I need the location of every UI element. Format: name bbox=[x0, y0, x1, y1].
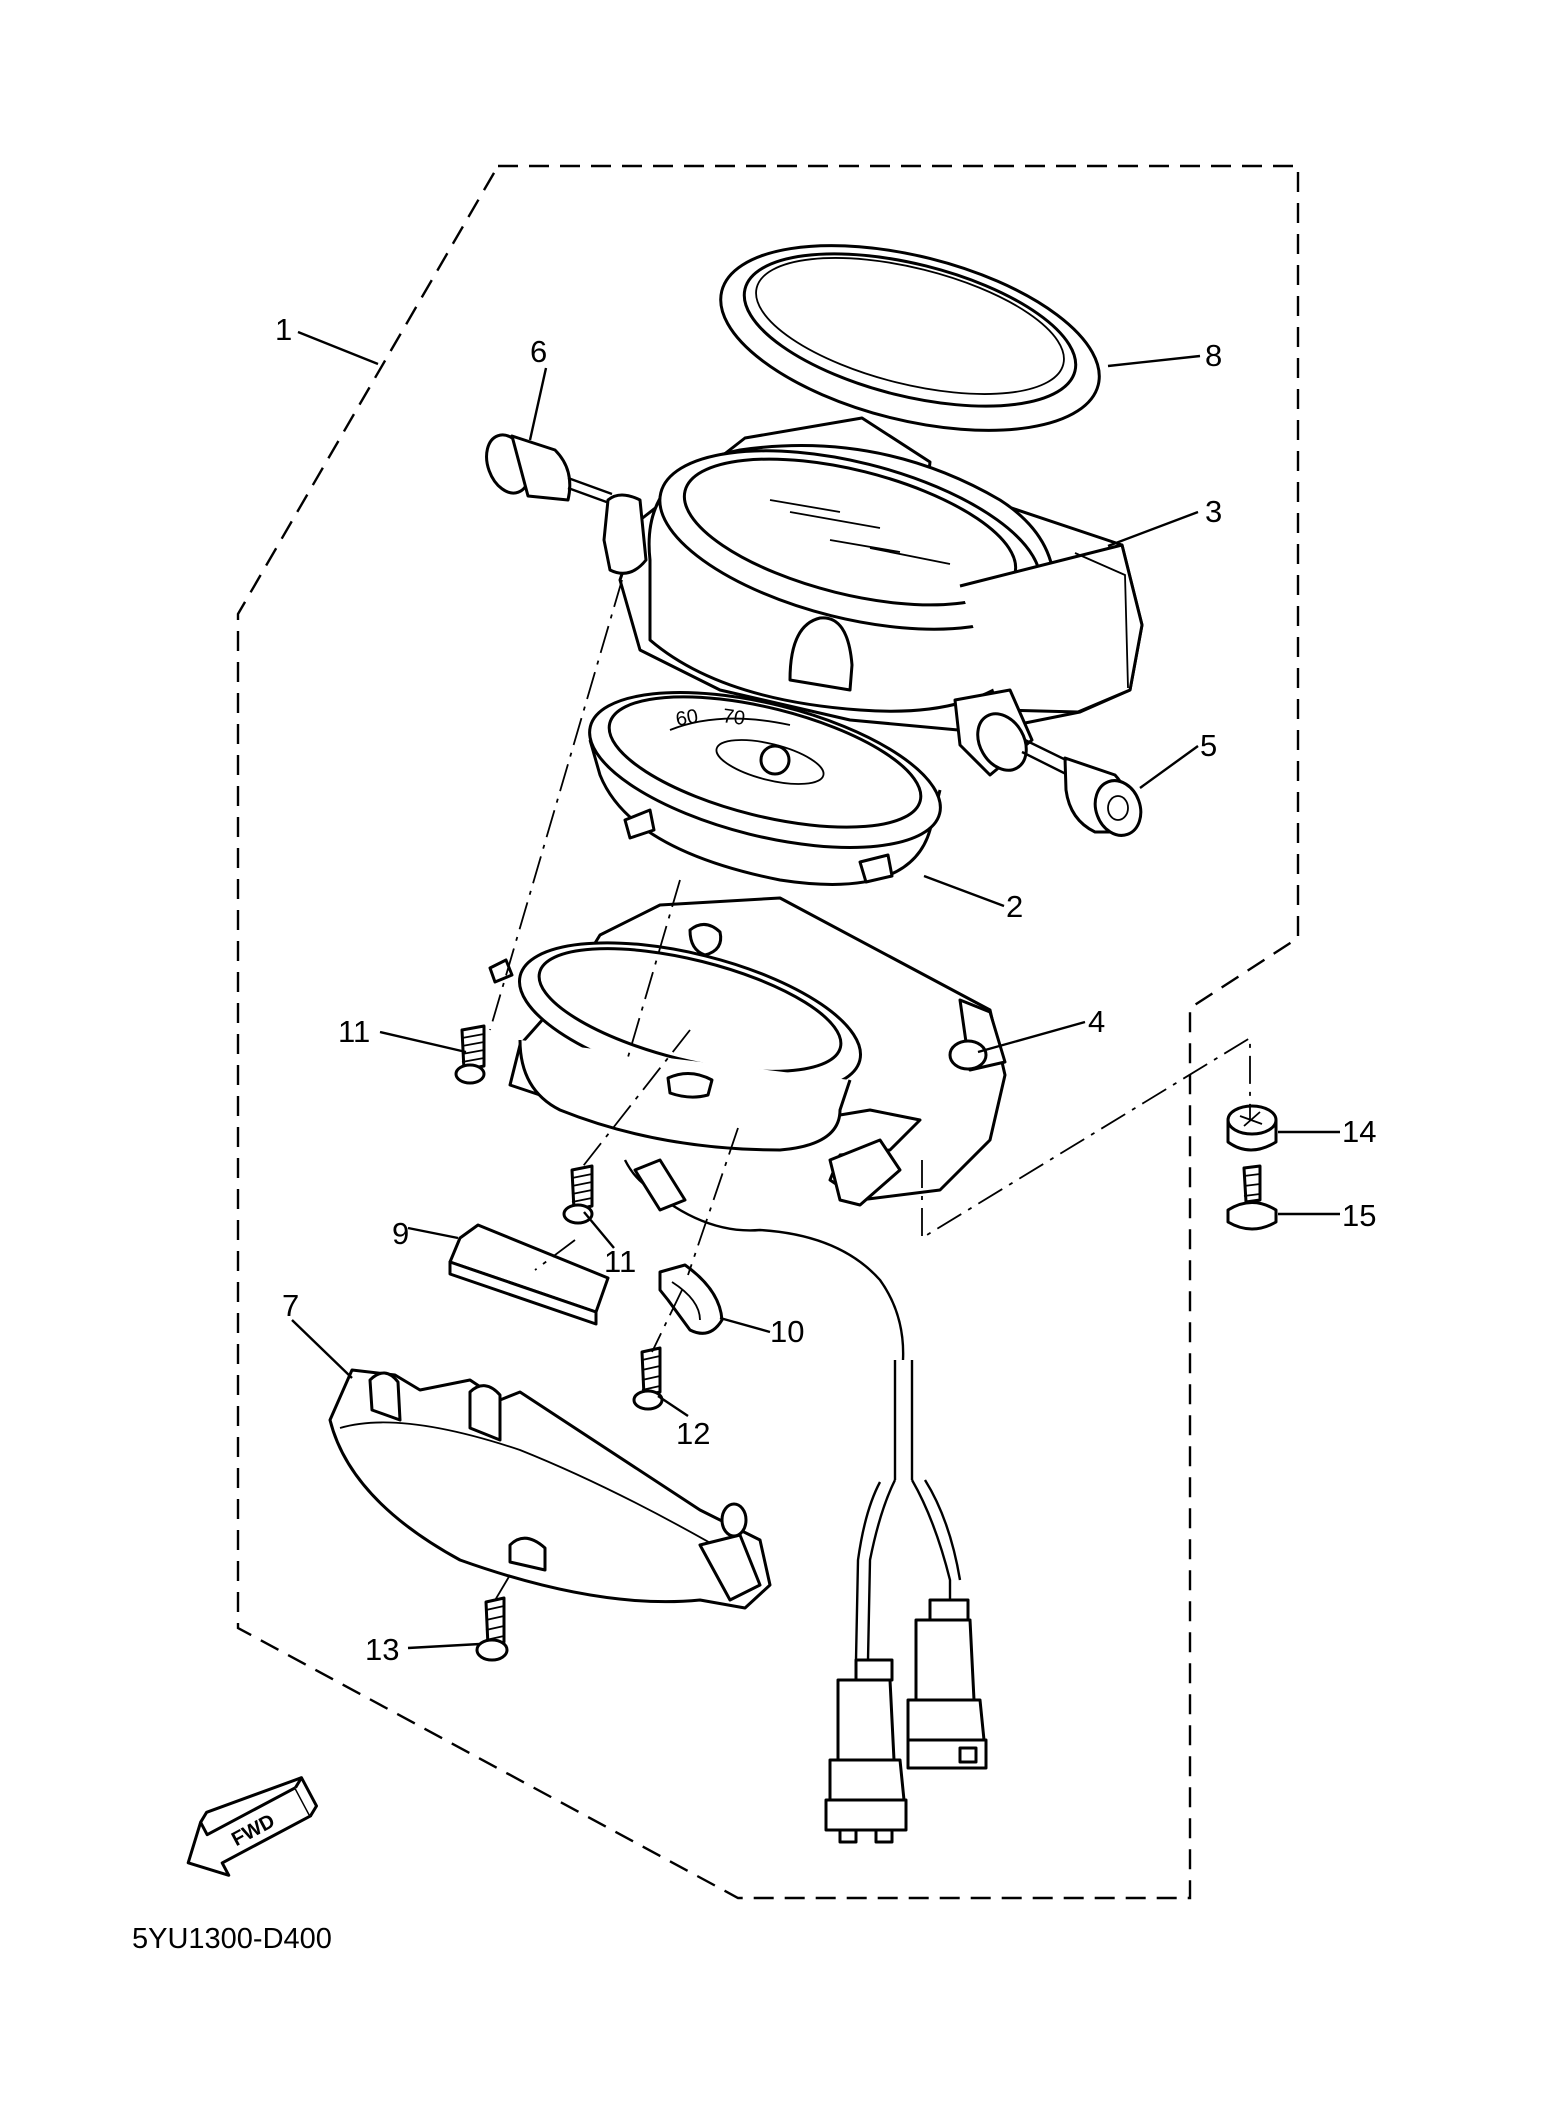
part-11-screw-lower[interactable] bbox=[562, 1164, 594, 1225]
callout-15: 15 bbox=[1342, 1198, 1376, 1233]
part-14-grommet[interactable] bbox=[1226, 1104, 1278, 1152]
callout-9: 9 bbox=[392, 1216, 409, 1251]
callout-11-lower: 11 bbox=[604, 1244, 636, 1279]
part-7-lower-cover[interactable] bbox=[328, 1368, 772, 1610]
callout-10: 10 bbox=[770, 1314, 804, 1349]
callout-labels: 1 6 8 3 5 2 4 11 11 9 10 7 12 13 14 15 bbox=[275, 312, 1376, 1667]
wiring-harness[interactable] bbox=[623, 1158, 988, 1844]
callout-1: 1 bbox=[275, 312, 292, 347]
part-12-screw[interactable] bbox=[632, 1346, 664, 1411]
assembly-center-lines bbox=[489, 579, 1251, 1603]
callout-8: 8 bbox=[1205, 338, 1222, 373]
callout-7: 7 bbox=[282, 1288, 299, 1323]
fwd-arrow: FWD bbox=[186, 1776, 319, 1877]
part-15-bolt[interactable] bbox=[1226, 1164, 1278, 1231]
callout-14: 14 bbox=[1342, 1114, 1376, 1149]
part-10-clamp[interactable] bbox=[658, 1263, 724, 1335]
leader-lines bbox=[291, 330, 1340, 1650]
callout-6: 6 bbox=[530, 334, 547, 369]
diagram-code: 5YU1300-D400 bbox=[132, 1923, 332, 1955]
dial-number-70: 70 bbox=[721, 705, 746, 730]
callout-3: 3 bbox=[1205, 494, 1222, 529]
part-6-bulb-socket[interactable] bbox=[479, 429, 648, 575]
part-2-meter-dial[interactable]: 60 70 bbox=[574, 662, 955, 886]
part-13-screw[interactable] bbox=[475, 1596, 509, 1662]
part-4-lower-case[interactable] bbox=[488, 896, 1007, 1207]
callout-12: 12 bbox=[676, 1416, 710, 1451]
callout-13: 13 bbox=[365, 1632, 399, 1667]
part-3-meter-case[interactable] bbox=[618, 416, 1144, 734]
callout-2: 2 bbox=[1006, 889, 1023, 924]
part-11-screw-upper[interactable] bbox=[454, 1024, 486, 1085]
callout-4: 4 bbox=[1088, 1004, 1105, 1039]
dial-number-60: 60 bbox=[674, 705, 700, 731]
part-9-pad[interactable] bbox=[448, 1223, 610, 1326]
part-5-bulb-socket[interactable] bbox=[953, 688, 1148, 842]
part-8-bezel-ring[interactable] bbox=[702, 212, 1118, 465]
assembly-boundary bbox=[236, 164, 1300, 1900]
callout-5: 5 bbox=[1200, 728, 1217, 763]
callout-11-upper: 11 bbox=[338, 1014, 370, 1049]
